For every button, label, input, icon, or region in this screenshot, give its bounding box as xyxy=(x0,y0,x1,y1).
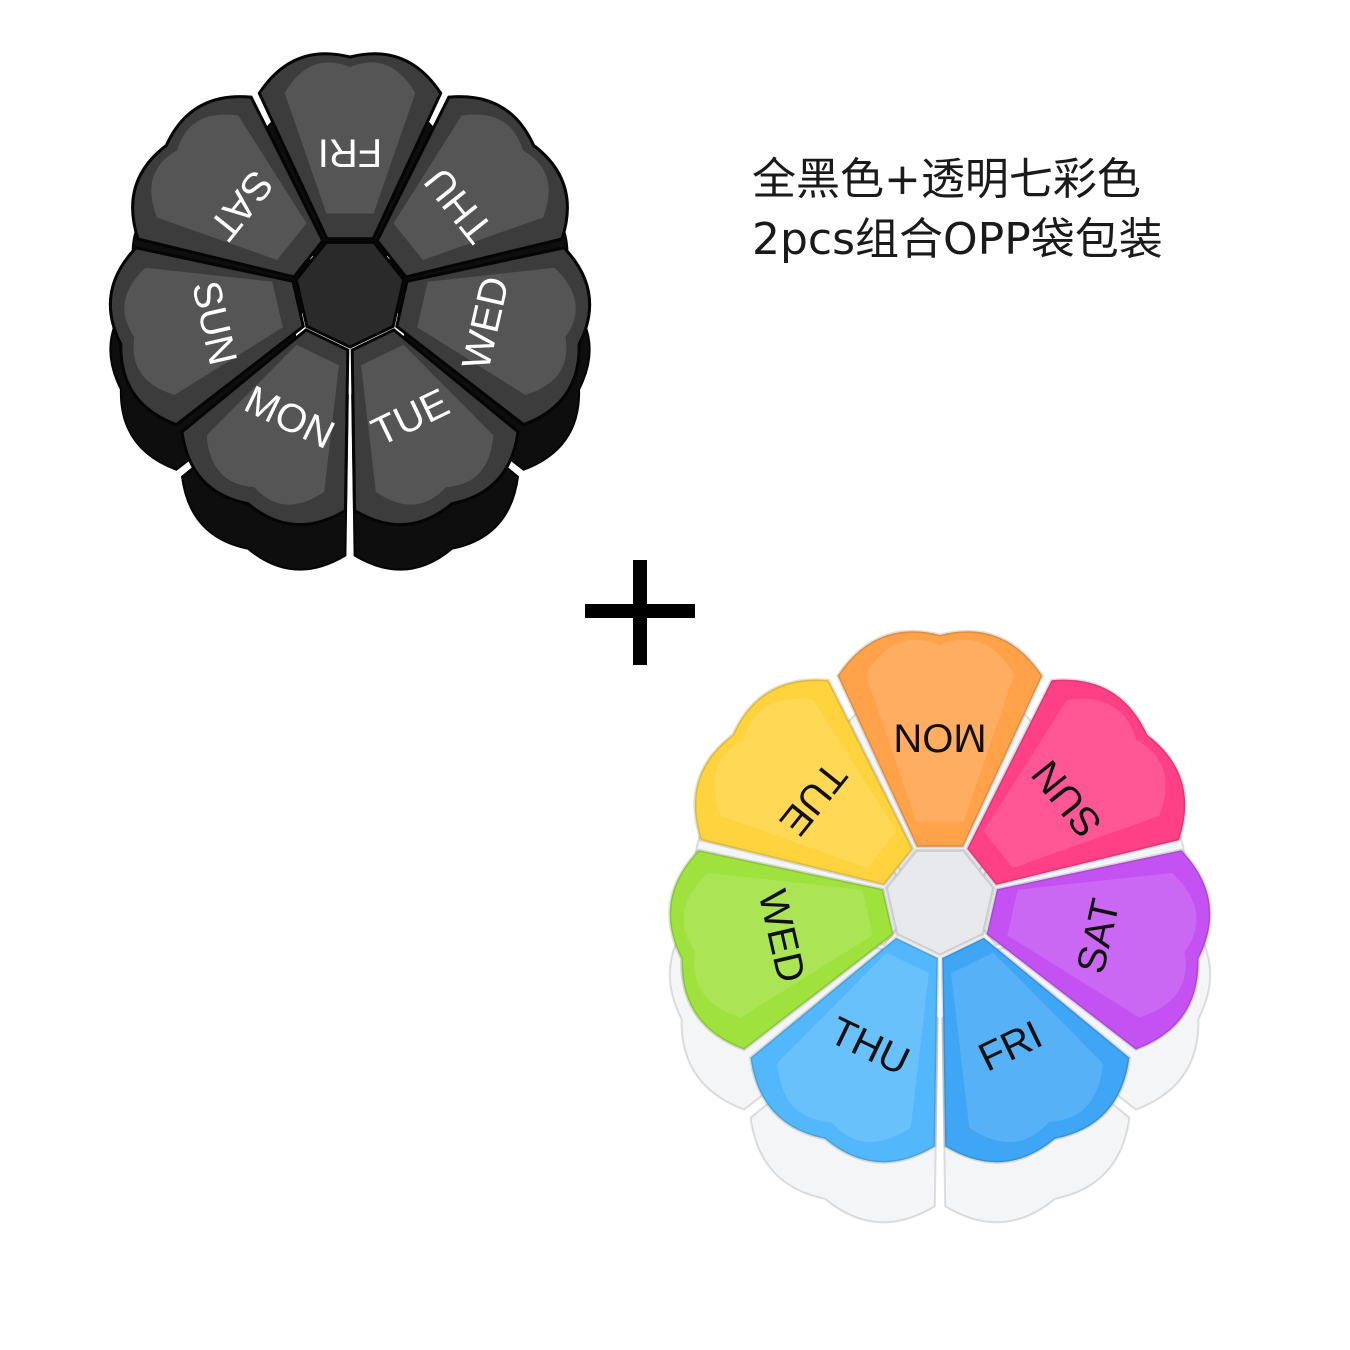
day-label-mon: MON xyxy=(893,715,986,759)
rainbow-compartment-tue[interactable]: TUE xyxy=(693,678,915,887)
organizer-hub xyxy=(884,848,996,957)
black-compartment-sun[interactable]: SUN xyxy=(108,246,305,427)
rainbow-compartment-sun[interactable]: SUN xyxy=(965,678,1187,887)
caption-line-2: 2pcs组合OPP袋包装 xyxy=(752,214,1163,265)
lid-highlight xyxy=(206,344,339,505)
rainbow-compartment-thu[interactable]: THU xyxy=(749,936,940,1164)
lid-highlight xyxy=(417,267,576,395)
compartment-lid xyxy=(693,678,915,887)
lid-highlight xyxy=(777,952,929,1142)
lid-highlight xyxy=(983,698,1166,868)
rainbow-compartment-wed[interactable]: WED xyxy=(668,848,895,1052)
compartment-lid xyxy=(395,246,592,427)
product-caption: 全黑色+透明七彩色 2pcs组合OPP袋包装 xyxy=(752,150,1163,270)
lid-highlight xyxy=(124,267,283,395)
day-label-fri: FRI xyxy=(318,130,382,174)
lid-highlight xyxy=(1007,873,1197,1018)
lid-highlight xyxy=(151,114,307,260)
lid-highlight xyxy=(393,114,549,260)
black-compartment-tue[interactable]: TUE xyxy=(350,328,520,527)
compartment-lid xyxy=(180,328,350,527)
compartment-lid xyxy=(835,629,1045,849)
compartment-lid xyxy=(749,936,940,1164)
lid-highlight xyxy=(865,639,1015,822)
rainbow-compartment-sat[interactable]: SAT xyxy=(985,848,1212,1052)
black-compartment-wed[interactable]: WED xyxy=(395,246,592,427)
compartment-lid xyxy=(965,678,1187,887)
rainbow-compartment-fri[interactable]: FRI xyxy=(940,936,1131,1164)
black-compartment-sat[interactable]: SAT xyxy=(131,95,325,279)
lid-highlight xyxy=(361,344,494,505)
plus-sign xyxy=(585,560,695,665)
black-compartment-fri[interactable]: FRI xyxy=(257,52,443,241)
compartment-lid xyxy=(985,848,1212,1052)
compartment-lid xyxy=(257,52,443,241)
lid-highlight xyxy=(284,62,416,214)
black-compartment-thu[interactable]: THU xyxy=(375,95,569,279)
compartment-lid xyxy=(375,95,569,279)
lid-highlight xyxy=(714,698,897,868)
organizer-hub xyxy=(294,240,406,349)
compartment-lid xyxy=(940,936,1131,1164)
caption-line-1: 全黑色+透明七彩色 xyxy=(752,154,1141,205)
compartment-lid xyxy=(131,95,325,279)
rainbow-compartment-mon[interactable]: MON xyxy=(835,629,1045,849)
compartment-lid xyxy=(108,246,305,427)
compartment-lid xyxy=(668,848,895,1052)
compartment-lid xyxy=(350,328,520,527)
lid-highlight xyxy=(951,952,1103,1142)
lid-highlight xyxy=(683,873,873,1018)
black-compartment-mon[interactable]: MON xyxy=(180,328,350,527)
